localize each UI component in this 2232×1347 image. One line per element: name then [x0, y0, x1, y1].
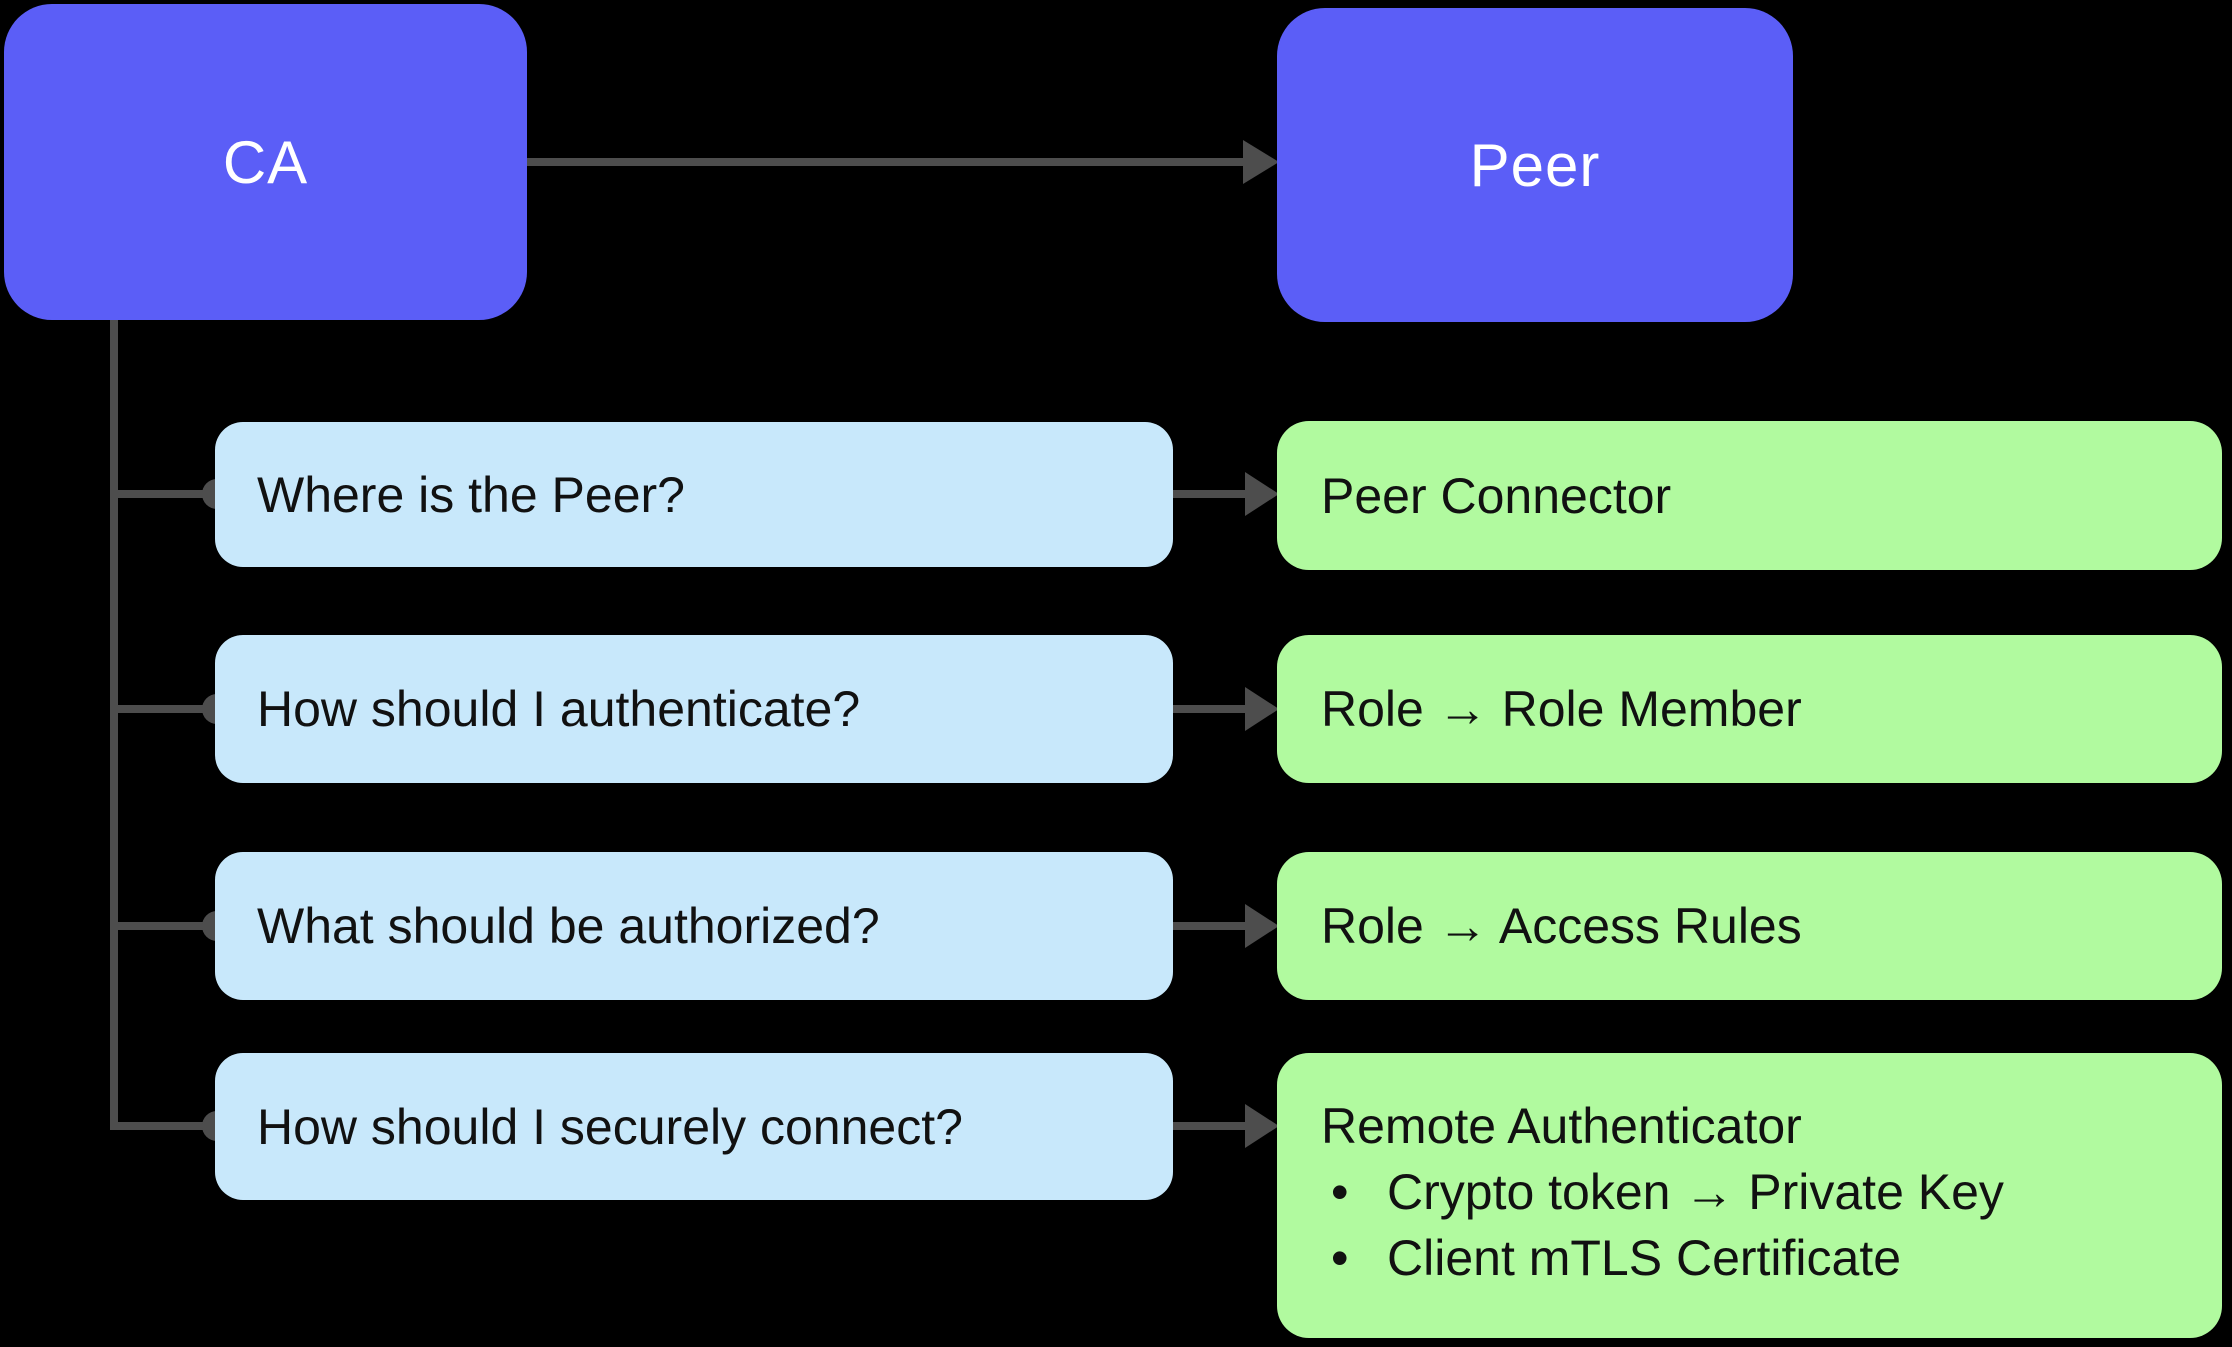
row-arrowhead-4-icon	[1245, 1104, 1279, 1148]
row-arrowhead-2-icon	[1245, 687, 1279, 731]
row-arrowhead-1-icon	[1245, 472, 1279, 516]
question-label-2: How should I authenticate?	[257, 681, 861, 737]
ca-to-peer-arrowhead-icon	[1243, 140, 1279, 184]
answer-box-4: Remote Authenticator • Crypto token → Pr…	[1277, 1053, 2222, 1338]
question-box-4: How should I securely connect?	[215, 1053, 1173, 1200]
answer-label-3: Role → Access Rules	[1321, 898, 1802, 954]
question-label-3: What should be authorized?	[257, 898, 880, 954]
trunk-line	[110, 316, 215, 1130]
question-box-1: Where is the Peer?	[215, 422, 1173, 567]
ca-node-label: CA	[222, 128, 309, 196]
bullet-text: Crypto token → Private Key	[1387, 1164, 2004, 1220]
bullet-item: • Crypto token → Private Key	[1321, 1159, 2192, 1225]
peer-node: Peer	[1277, 8, 1793, 322]
answer-label-2: Role → Role Member	[1321, 681, 1802, 737]
bullet-text: Client mTLS Certificate	[1387, 1230, 1902, 1286]
ca-node: CA	[4, 4, 527, 320]
answer-box-3: Role → Access Rules	[1277, 852, 2222, 1000]
question-box-3: What should be authorized?	[215, 852, 1173, 1000]
bullet-item: • Client mTLS Certificate	[1321, 1225, 2192, 1291]
bullet-icon: •	[1331, 1230, 1349, 1286]
answer-label-1: Peer Connector	[1321, 467, 1672, 524]
answer-box-1: Peer Connector	[1277, 421, 2222, 570]
row-arrowhead-3-icon	[1245, 904, 1279, 948]
bullet-icon: •	[1331, 1164, 1349, 1220]
question-label-1: Where is the Peer?	[257, 466, 685, 523]
question-label-4: How should I securely connect?	[257, 1098, 963, 1155]
answer-title-4: Remote Authenticator	[1321, 1098, 1802, 1154]
answer-box-2: Role → Role Member	[1277, 635, 2222, 783]
question-box-2: How should I authenticate?	[215, 635, 1173, 783]
peer-node-label: Peer	[1469, 131, 1601, 199]
